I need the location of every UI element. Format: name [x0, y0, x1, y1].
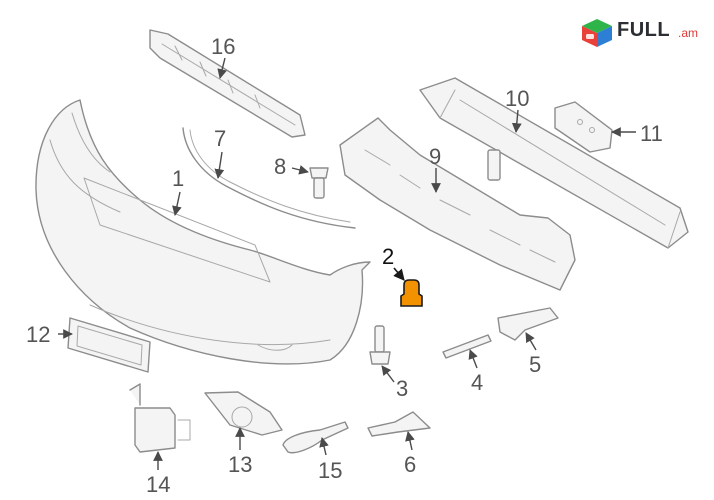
callout-10: 10	[505, 86, 529, 111]
leader-16	[217, 57, 227, 79]
callout-4: 4	[471, 370, 483, 395]
part-upper-trim-strip	[182, 127, 356, 229]
callout-8: 8	[274, 154, 286, 179]
part-bumper-cover	[35, 99, 371, 365]
callout-16: 16	[211, 34, 235, 59]
callout-13: 13	[228, 452, 252, 477]
part-side-bracket	[497, 307, 559, 341]
callout-15: 15	[318, 458, 342, 483]
callout-11: 11	[640, 121, 663, 146]
callout-1: 1	[172, 166, 184, 191]
logo-domain: .am	[678, 26, 699, 40]
leader-3	[381, 365, 395, 383]
leader-lines	[58, 57, 636, 470]
callout-3: 3	[396, 376, 408, 401]
cube-logo-icon	[582, 19, 612, 47]
leader-7	[214, 151, 225, 179]
callout-5: 5	[529, 352, 541, 377]
part-upper-grille-retainer	[149, 29, 306, 138]
part-bolt-upper	[309, 167, 329, 199]
callout-6: 6	[404, 452, 416, 477]
callout-7: 7	[214, 126, 226, 151]
part-beam-end-bracket	[554, 101, 613, 153]
part-lower-bracket	[367, 411, 431, 437]
part-bolt-lower	[369, 325, 391, 365]
callout-labels: 16 7 1 8 9 10 11 2 3 4 5 12 13 14 15 6	[26, 34, 663, 497]
leader-10	[511, 109, 522, 133]
logo-car-glyph	[586, 34, 594, 39]
part-energy-absorber	[339, 117, 576, 291]
part-tow-hook-cover	[282, 421, 349, 454]
callout-9: 9	[429, 144, 441, 169]
leader-2	[393, 267, 405, 281]
leader-15	[319, 437, 329, 456]
logo-name: FULL	[617, 19, 671, 41]
leader-5	[525, 332, 537, 351]
callout-14: 14	[146, 472, 170, 497]
part-reinforcement-beam	[419, 77, 689, 249]
part-small-strip-bracket	[442, 334, 492, 359]
part-clip-fastener	[400, 279, 423, 307]
callout-2: 2	[382, 244, 394, 269]
logo-right-face	[597, 26, 612, 47]
site-logo: FULL .am	[580, 14, 710, 48]
leader-6	[405, 431, 415, 451]
callout-12: 12	[26, 322, 50, 347]
leader-1	[172, 191, 182, 216]
part-sensor-module	[129, 383, 191, 453]
part-fog-lamp-bezel	[204, 391, 283, 436]
leader-8	[291, 165, 309, 175]
leader-4	[468, 349, 478, 369]
